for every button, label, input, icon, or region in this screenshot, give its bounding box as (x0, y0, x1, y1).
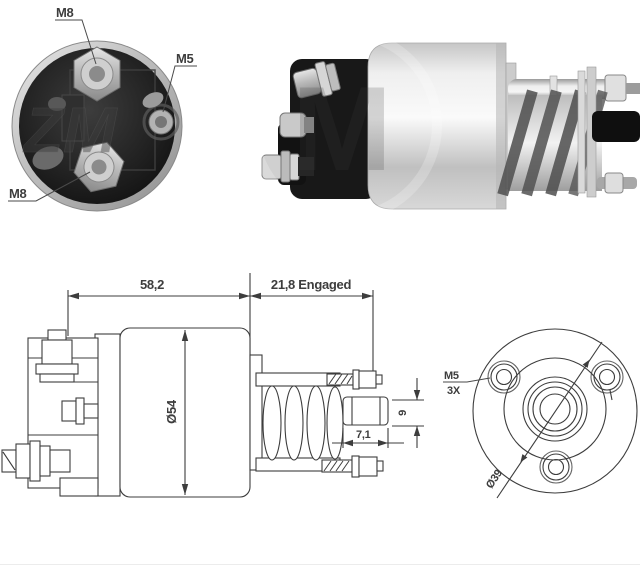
front-terminal-m5 (142, 92, 180, 141)
watermark-text: ZM (22, 94, 118, 166)
dim-bolt-circle-diameter: Ø39 (484, 468, 505, 491)
dim-pin-diameter-group: 9 (392, 378, 424, 448)
drawn-body: Ø54 (119, 327, 251, 498)
mount-thread-callout: M5 3X (443, 370, 491, 397)
plunger-pin (592, 111, 640, 142)
drawn-pin (342, 396, 389, 426)
dim-body-length: 58,2 (140, 277, 164, 292)
drawn-spring (262, 385, 344, 461)
drawn-terminal-cap (1, 329, 121, 497)
front-bolt-bottom-m8 (73, 141, 125, 193)
brand-watermark-front: ZM (22, 94, 119, 167)
label-m8-top: M8 (56, 5, 74, 20)
brand-watermark-side: M (250, 28, 442, 222)
dim-pin-protrusion-group: 7,1 (332, 428, 404, 448)
dim-pin-protrusion: 7,1 (356, 429, 371, 441)
label-m8-bottom: M8 (9, 186, 27, 201)
dim-length: 58,2 21,8 Engaged (67, 273, 374, 372)
mount-holes (487, 360, 624, 484)
front-callouts: M8 M5 M8 (8, 5, 197, 202)
dim-body-diameter: Ø54 (164, 399, 179, 424)
front-bolt-top-m8 (73, 46, 121, 102)
label-m5-side: M5 (176, 51, 194, 66)
product-photo-side: M (250, 28, 640, 222)
side-terminal-cap (261, 59, 378, 199)
watermark-text: M (292, 62, 392, 196)
dim-pin-diameter: 9 (397, 410, 409, 416)
drawn-plunger-assembly (249, 354, 389, 478)
dim-mount-thread: M5 (444, 370, 459, 382)
dim-bolt-circle-group: Ø39 (484, 341, 603, 499)
dimension-drawing-end: Ø39 M5 3X (443, 328, 638, 499)
product-photo-front: ZM M8 M5 M8 (8, 5, 197, 212)
dimension-drawing-side: 58,2 21,8 Engaged (1, 273, 424, 498)
dim-mount-thread-count: 3X (447, 385, 461, 397)
side-plunger-assembly (497, 66, 640, 198)
dim-engaged-length: 21,8 Engaged (271, 277, 352, 292)
